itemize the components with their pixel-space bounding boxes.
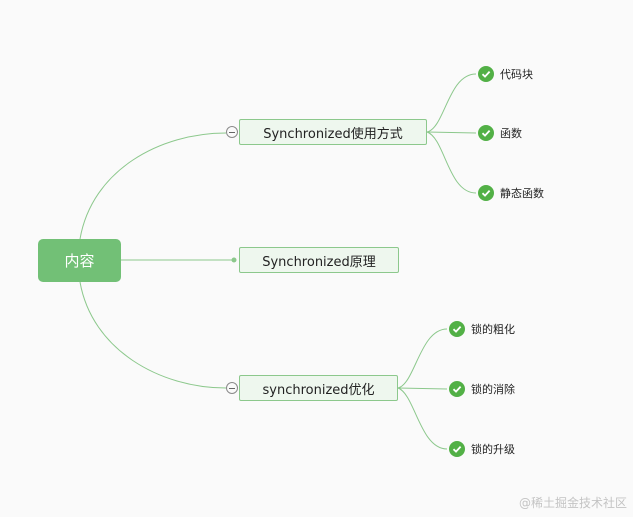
leaf-node-label: 锁的消除 — [471, 383, 515, 396]
branch-node-usage[interactable]: Synchronized使用方式 — [239, 119, 427, 145]
connector-branch-1-leaf-3 — [426, 131, 477, 194]
connector-root-branch-3 — [79, 281, 227, 389]
connector-branch-3-leaf-3 — [397, 387, 448, 450]
checkmark-circle-icon — [478, 66, 494, 82]
watermark: @稀土掘金技术社区 — [518, 496, 627, 510]
checkmark-circle-icon — [478, 185, 494, 201]
connector-dot — [231, 257, 237, 263]
leaf-node-label: 函数 — [500, 127, 522, 140]
root-node[interactable]: 内容 — [38, 239, 121, 282]
checkmark-circle-icon — [449, 321, 465, 337]
connector-branch-3-leaf-1 — [397, 328, 448, 389]
branch-node-optimization[interactable]: synchronized优化 — [239, 375, 398, 401]
leaf-node[interactable]: 代码块 — [478, 64, 533, 84]
branch-node-label: synchronized优化 — [262, 382, 375, 398]
connector-root-branch-1 — [79, 132, 227, 240]
checkmark-circle-icon — [449, 441, 465, 457]
leaf-node[interactable]: 静态函数 — [478, 183, 544, 203]
leaf-node-label: 代码块 — [500, 68, 533, 81]
checkmark-circle-icon — [449, 381, 465, 397]
leaf-node-label: 锁的升级 — [471, 443, 515, 456]
branch-node-principle[interactable]: Synchronized原理 — [239, 247, 399, 273]
root-node-label: 内容 — [64, 252, 95, 270]
leaf-node[interactable]: 函数 — [478, 123, 522, 143]
collapse-minus-icon[interactable] — [226, 382, 238, 394]
connector-branch-1-leaf-2 — [426, 131, 477, 134]
branch-node-label: Synchronized原理 — [262, 254, 376, 270]
connector-branch-3-leaf-2 — [397, 387, 448, 390]
leaf-node[interactable]: 锁的粗化 — [449, 319, 515, 339]
collapse-minus-icon[interactable] — [226, 126, 238, 138]
checkmark-circle-icon — [478, 125, 494, 141]
connector-branch-1-leaf-1 — [426, 73, 477, 133]
branch-node-label: Synchronized使用方式 — [263, 126, 403, 142]
leaf-node[interactable]: 锁的消除 — [449, 379, 515, 399]
leaf-node[interactable]: 锁的升级 — [449, 439, 515, 459]
leaf-node-label: 静态函数 — [500, 187, 544, 200]
leaf-node-label: 锁的粗化 — [471, 323, 515, 336]
